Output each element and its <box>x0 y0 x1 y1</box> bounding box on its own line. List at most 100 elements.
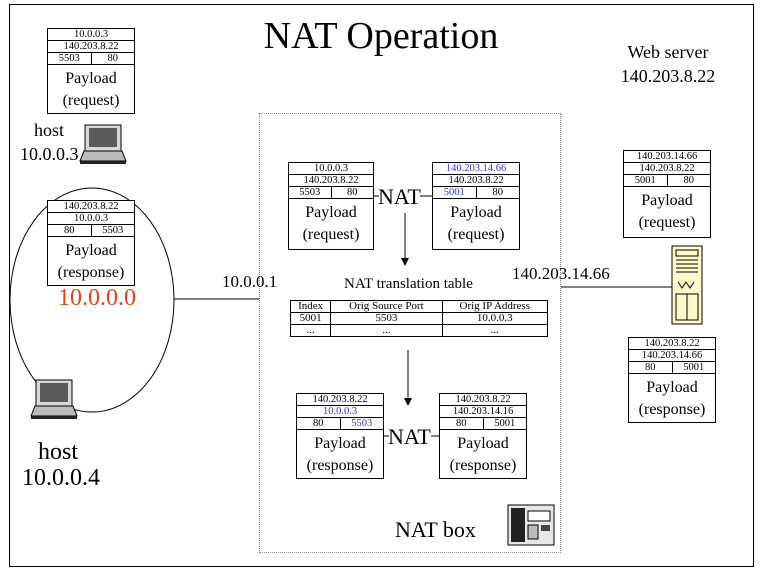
inside-ip-label: 10.0.0.1 <box>222 272 278 291</box>
host1-ip: 10.0.0.3 <box>20 144 79 164</box>
packet-field: 140.203.8.22 <box>312 394 368 405</box>
packet-nat-in-request: 10.0.0.3 140.203.8.22 5503 80 Payload (req… <box>288 162 374 250</box>
nat-label-top: NAT <box>378 184 421 209</box>
packet-field: 5503 <box>339 418 384 429</box>
packet-field: 5001 <box>671 362 716 373</box>
packet-header-row: 140.203.14.66 <box>433 163 519 175</box>
translation-table: Index Orig Source Port Orig IP Address 5… <box>289 300 549 337</box>
packet-payload: Payload (response) <box>629 374 715 421</box>
packet-field: 140.203.14.66 <box>641 350 703 361</box>
subnet-ellipse <box>9 187 175 413</box>
host1-label: host <box>34 120 65 140</box>
web-server-label: Web server <box>627 42 709 62</box>
packet-header-row: 140.203.14.66 <box>624 151 710 163</box>
packet-header-row: 140.203.14.66 <box>629 350 715 362</box>
laptop-icon <box>30 379 78 419</box>
host2-label: host <box>38 439 79 465</box>
packet-field: 5503 <box>299 187 321 198</box>
packet-field: 80 <box>90 53 135 64</box>
laptop-icon <box>79 124 127 164</box>
packet-field: 5001 <box>443 187 465 198</box>
packet-payload: Payload (request) <box>48 65 134 112</box>
packet-payload: Payload (request) <box>433 199 519 246</box>
packet-field: 5503 <box>58 53 80 64</box>
packet-header-row: 140.203.8.22 <box>433 175 519 187</box>
packet-field: (request) <box>447 226 505 243</box>
packet-field: 10.0.0.3 <box>322 406 358 417</box>
nat-box-region <box>259 113 561 553</box>
subnet-label: 10.0.0.0 <box>58 285 136 311</box>
packet-header-row: 10.0.0.3 <box>48 213 134 225</box>
packet-field: 140.203.14.66 <box>445 163 507 174</box>
packet-field: 140.203.14.66 <box>636 151 698 162</box>
packet-field: Payload <box>305 204 357 221</box>
packet-payload: Payload (response) <box>297 430 383 477</box>
packet-header-row: 80 5001 <box>629 362 715 374</box>
packet-field: Payload <box>457 435 509 452</box>
arrowhead-2 <box>404 398 412 406</box>
host2-ip: 10.0.0.4 <box>22 465 100 491</box>
packet-field: Payload <box>450 204 502 221</box>
packet-header-row: 140.203.8.22 <box>289 175 373 187</box>
packet-field: (request) <box>62 92 120 109</box>
packet-field: 80 <box>666 175 711 186</box>
table-cell: 10.0.0.3 <box>441 312 549 325</box>
packet-field: 80 <box>475 187 520 198</box>
packet-field: Payload <box>646 379 698 396</box>
packet-field: (response) <box>306 457 374 474</box>
packet-field: (response) <box>57 264 125 281</box>
packet-field: 140.203.8.22 <box>63 201 119 212</box>
packet-field: 5001 <box>634 175 656 186</box>
packet-field: (request) <box>302 226 360 243</box>
arrowhead-1 <box>401 258 409 266</box>
packet-field: (response) <box>638 401 706 418</box>
table-cell: ... <box>330 324 443 337</box>
nat-device-icon <box>507 504 555 546</box>
packet-field: 140.203.14.16 <box>452 406 514 417</box>
server-icon <box>671 245 703 325</box>
packet-header-row: 140.203.8.22 <box>629 338 715 350</box>
packet-field: Payload <box>65 242 117 259</box>
packet-field: 80 <box>313 418 324 429</box>
table-row: 5001 5503 10.0.0.3 <box>289 312 549 325</box>
packet-field: 140.203.8.22 <box>448 175 504 186</box>
packet-payload: Payload (request) <box>289 199 373 246</box>
packet-nat-in-response: 140.203.8.22 10.0.0.3 80 5503 Payload (res… <box>296 393 384 479</box>
packet-field: Payload <box>314 435 366 452</box>
table-cell: ... <box>289 324 332 337</box>
packet-field: 80 <box>456 418 467 429</box>
packet-header-row: 10.0.0.3 <box>297 406 383 418</box>
packet-header-row: 140.203.8.22 <box>297 394 383 406</box>
table-header: Orig Source Port <box>330 300 443 313</box>
packet-field: Payload <box>641 192 693 209</box>
packet-header-row: 80 5503 <box>297 418 383 430</box>
packet-field: 140.203.8.22 <box>303 175 359 186</box>
packet-payload: Payload (response) <box>48 237 134 284</box>
packet-field: 10.0.0.3 <box>313 163 349 174</box>
packet-field: 80 <box>645 362 656 373</box>
packet-field: (request) <box>638 214 696 231</box>
slide-frame <box>9 4 754 567</box>
table-row: ... ... ... <box>289 324 549 337</box>
packet-nat-out-request: 140.203.14.66 140.203.8.22 5001 80 Payloa… <box>432 162 520 250</box>
packet-field: 80 <box>330 187 374 198</box>
packet-header-row: 10.0.0.3 <box>48 29 134 41</box>
table-cell: ... <box>441 324 549 337</box>
page-title: NAT Operation <box>263 15 499 57</box>
packet-header-row: 5001 80 <box>433 187 519 199</box>
packet-header-row: 5503 80 <box>48 53 134 65</box>
packet-header-row: 140.203.8.22 <box>48 41 134 53</box>
packet-header-row: 5503 80 <box>289 187 373 199</box>
packet-field: 140.203.8.22 <box>639 163 695 174</box>
packet-field: 10.0.0.3 <box>73 213 109 224</box>
outside-ip-label: 140.203.14.66 <box>512 264 610 283</box>
packet-field: 140.203.8.22 <box>644 338 700 349</box>
nat-box-label: NAT box <box>395 517 476 542</box>
packet-header-row: 140.203.8.22 <box>48 201 134 213</box>
packet-field: Payload <box>65 70 117 87</box>
web-server-ip: 140.203.8.22 <box>620 66 716 86</box>
packet-header-row: 140.203.8.22 <box>440 394 526 406</box>
